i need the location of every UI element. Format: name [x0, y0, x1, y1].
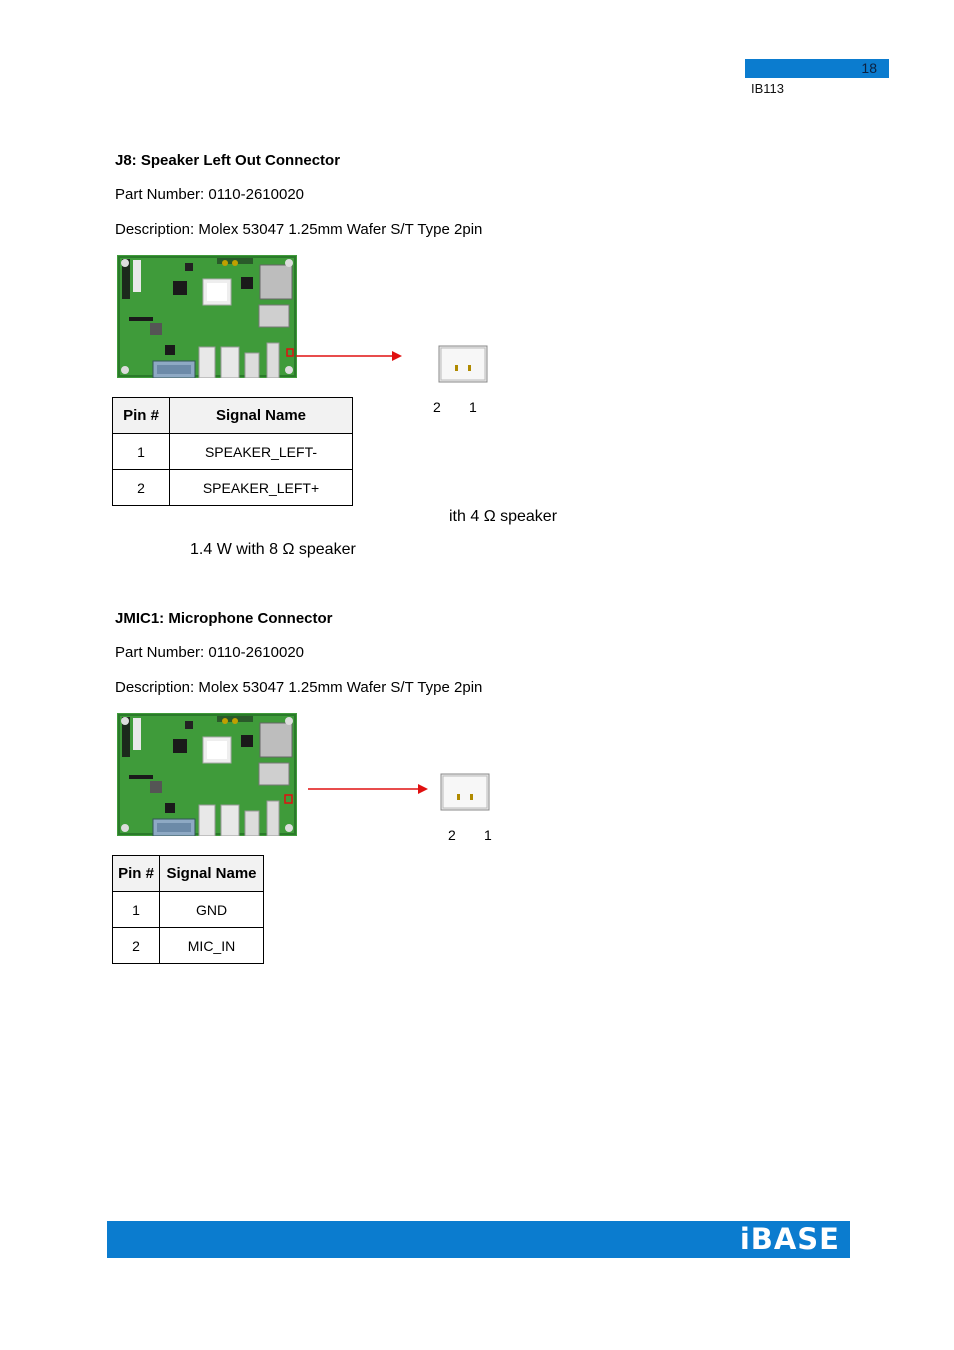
- table-row: 2 MIC_IN: [112, 927, 264, 964]
- jmic1-row1-signal: GND: [159, 891, 264, 928]
- jmic1-table-header-row: Pin # Signal Name: [112, 855, 264, 892]
- j8-row1-pin: 1: [112, 433, 170, 470]
- jmic1-header-signal: Signal Name: [159, 855, 264, 892]
- j8-row2-signal: SPEAKER_LEFT+: [169, 469, 353, 506]
- page-number-badge: 18: [745, 59, 889, 78]
- jmic1-arrow: [308, 784, 428, 794]
- j8-pin-table: Pin # Signal Name 1 SPEAKER_LEFT- 2 SPEA…: [112, 397, 353, 506]
- ibase-logo: iBASE: [739, 1222, 840, 1256]
- j8-row1-signal: SPEAKER_LEFT-: [169, 433, 353, 470]
- table-row: 1 SPEAKER_LEFT-: [112, 433, 353, 470]
- table-row: 2 SPEAKER_LEFT+: [112, 469, 353, 506]
- j8-arrow: [296, 351, 402, 361]
- jmic1-row2-pin: 2: [112, 927, 160, 964]
- j8-pin-label-1: 1: [469, 399, 477, 415]
- jmic1-connector-image: [440, 773, 490, 811]
- jmic1-row1-pin: 1: [112, 891, 160, 928]
- footer-bar: iBASE: [107, 1221, 850, 1258]
- jmic1-header-pin: Pin #: [112, 855, 160, 892]
- jmic1-heading: JMIC1: Microphone Connector: [115, 610, 333, 627]
- table-row: 1 GND: [112, 891, 264, 928]
- page-number: 18: [861, 60, 877, 76]
- j8-part-number: Part Number: 0110-2610020: [115, 186, 305, 203]
- j8-header-signal: Signal Name: [169, 397, 353, 434]
- model-name: IB113: [751, 81, 785, 96]
- j8-connector-image: [438, 345, 488, 383]
- jmic1-pin-table: Pin # Signal Name 1 GND 2 MIC_IN: [112, 855, 264, 964]
- jmic1-board-image: [117, 713, 297, 836]
- j8-note-right: ith 4 Ω speaker: [449, 508, 558, 525]
- j8-header-pin: Pin #: [112, 397, 170, 434]
- j8-heading: J8: Speaker Left Out Connector: [115, 152, 341, 169]
- j8-table-header-row: Pin # Signal Name: [112, 397, 353, 434]
- jmic1-pin-label-1: 1: [484, 827, 492, 843]
- j8-note-left: 1.4 W with 8 Ω speaker: [190, 541, 356, 558]
- j8-board-image: [117, 255, 297, 378]
- j8-description: Description: Molex 53047 1.25mm Wafer S/…: [115, 221, 483, 238]
- j8-row2-pin: 2: [112, 469, 170, 506]
- jmic1-row2-signal: MIC_IN: [159, 927, 264, 964]
- jmic1-pin-label-2: 2: [448, 827, 456, 843]
- jmic1-description: Description: Molex 53047 1.25mm Wafer S/…: [115, 679, 483, 696]
- j8-pin-label-2: 2: [433, 399, 441, 415]
- jmic1-part-number: Part Number: 0110-2610020: [115, 644, 305, 661]
